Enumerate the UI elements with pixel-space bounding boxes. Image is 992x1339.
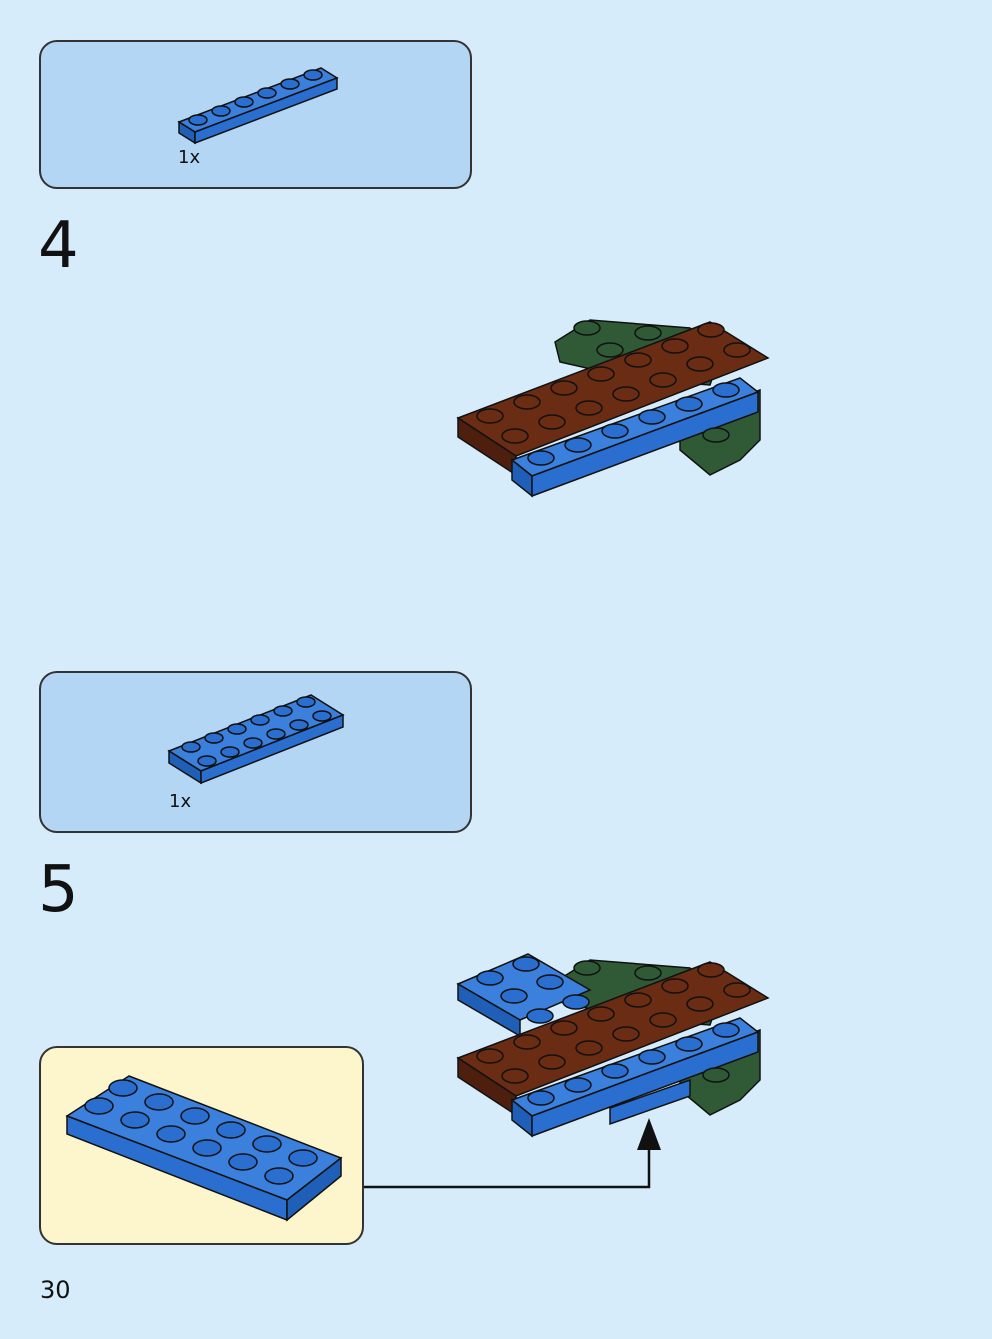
step-5-parts-box: 1x [39, 671, 472, 833]
step-4-build-illustration [456, 319, 770, 498]
step-5-number: 5 [38, 853, 79, 927]
blue-plate-underside-icon [65, 1075, 343, 1222]
step-4-parts-box: 1x [39, 40, 472, 189]
step-5-callout-box [39, 1046, 364, 1245]
page-number: 30 [40, 1276, 71, 1304]
step-5-build-illustration [456, 953, 770, 1138]
blue-plate-2x6-icon [167, 694, 345, 785]
step-4-part-quantity: 1x [178, 147, 201, 168]
blue-plate-1x6-icon [177, 67, 339, 145]
step-4-number: 4 [38, 209, 79, 283]
step-5-part-quantity: 1x [169, 791, 192, 812]
